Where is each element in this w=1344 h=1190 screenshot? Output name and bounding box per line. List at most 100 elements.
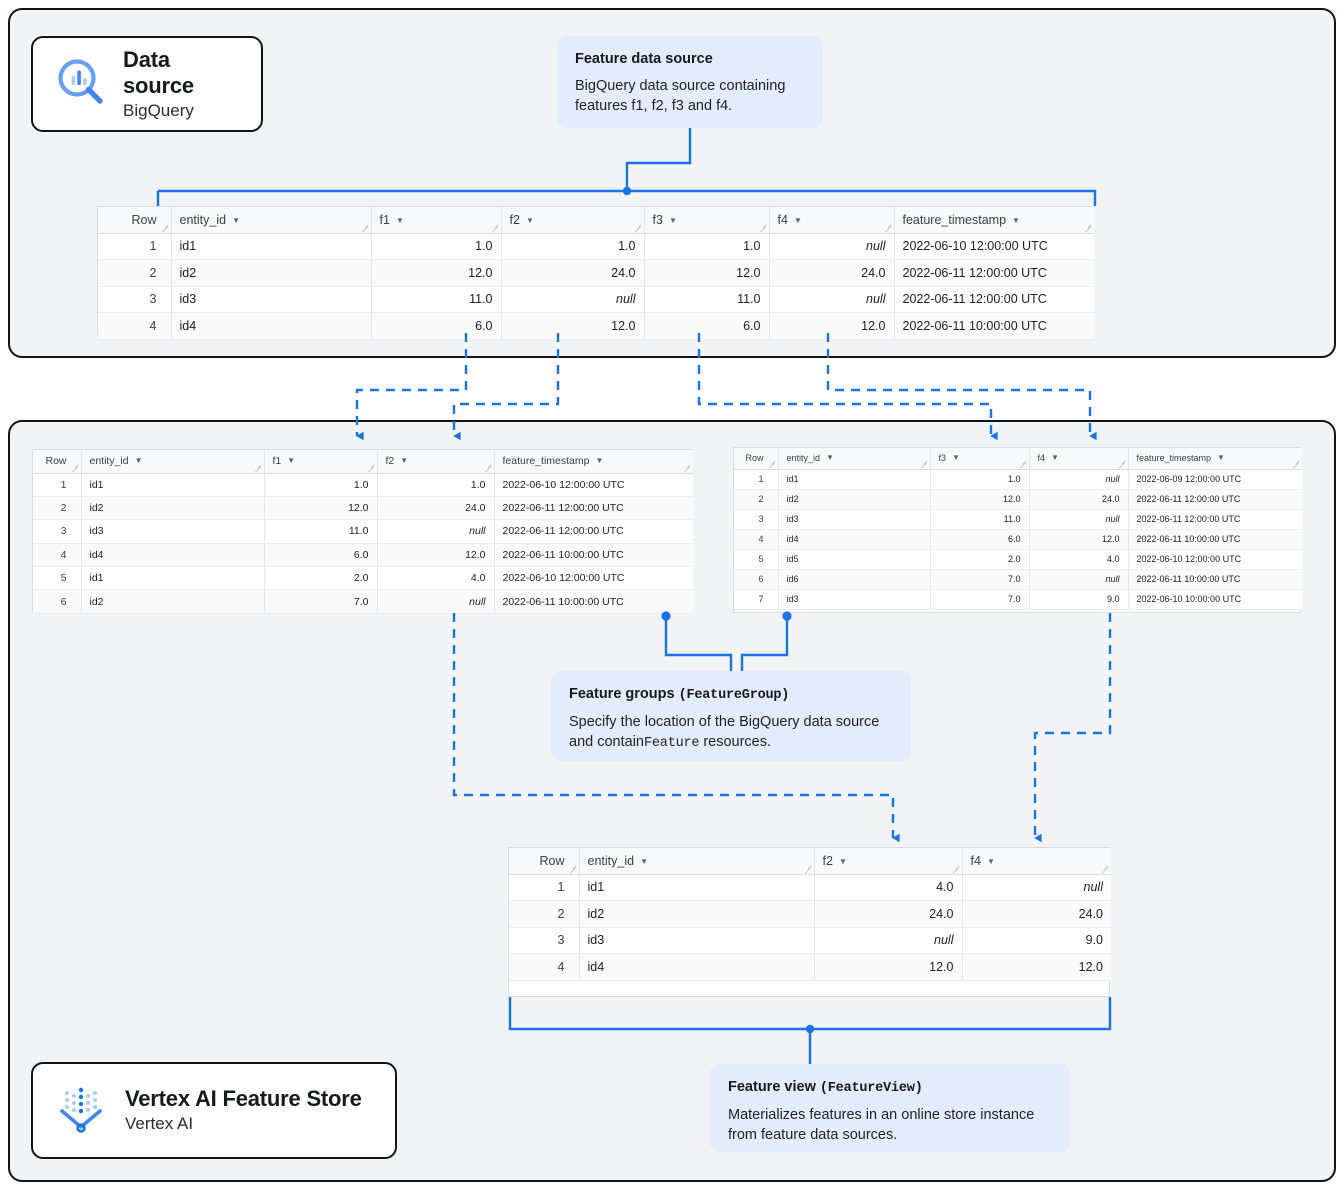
column-header-entity_id[interactable]: entity_id ▼ xyxy=(778,448,931,470)
column-header-f1[interactable]: f1▼ xyxy=(371,207,502,234)
column-resize-handle[interactable] xyxy=(568,864,577,873)
column-header-f2[interactable]: f2▼ xyxy=(501,207,645,234)
chevron-down-icon[interactable]: ▼ xyxy=(838,856,847,866)
column-header-f1[interactable]: f1▼ xyxy=(264,450,378,474)
column-header-Row[interactable]: Row xyxy=(509,848,580,875)
column-resize-handle[interactable] xyxy=(758,223,767,232)
column-resize-handle[interactable] xyxy=(1291,459,1300,468)
column-header-f4[interactable]: f4▼ xyxy=(962,848,1111,875)
column-header-f4[interactable]: f4▼ xyxy=(769,207,895,234)
column-label: f3 xyxy=(938,453,947,464)
chevron-down-icon[interactable]: ▼ xyxy=(1051,453,1059,463)
column-resize-handle[interactable] xyxy=(803,864,812,873)
column-header-feature_timestamp[interactable]: feature_timestamp▼ xyxy=(1128,448,1302,470)
column-resize-handle[interactable] xyxy=(919,459,928,468)
chevron-down-icon[interactable]: ▼ xyxy=(525,215,534,225)
chevron-down-icon[interactable]: ▼ xyxy=(640,856,648,866)
column-header-f2[interactable]: f2▼ xyxy=(814,848,963,875)
column-resize-handle[interactable] xyxy=(160,223,169,232)
chevron-down-icon[interactable]: ▼ xyxy=(1217,453,1225,463)
column-header-feature_timestamp[interactable]: feature_timestamp▼ xyxy=(894,207,1094,234)
cell-f4: null xyxy=(962,874,1111,901)
cell-f4: 12.0 xyxy=(962,953,1111,981)
chevron-down-icon[interactable]: ▼ xyxy=(400,456,409,466)
column-resize-handle[interactable] xyxy=(366,463,375,472)
chevron-down-icon[interactable]: ▼ xyxy=(952,453,960,463)
chevron-down-icon[interactable]: ▼ xyxy=(595,456,604,466)
cell-entity_id: id4 xyxy=(778,529,931,550)
column-resize-handle[interactable] xyxy=(1117,459,1126,468)
cell-f2: 1.0 xyxy=(377,473,495,497)
chevron-down-icon[interactable]: ▼ xyxy=(793,215,802,225)
column-resize-handle[interactable] xyxy=(1018,459,1027,468)
column-resize-handle[interactable] xyxy=(483,463,492,472)
callout-title-text: Feature groups xyxy=(569,686,679,702)
chevron-down-icon[interactable]: ▼ xyxy=(668,215,677,225)
column-header-feature_timestamp[interactable]: feature_timestamp▼ xyxy=(494,450,693,474)
column-resize-handle[interactable] xyxy=(1083,223,1092,232)
column-header-Row[interactable]: Row xyxy=(734,448,779,470)
column-header-f2[interactable]: f2▼ xyxy=(377,450,495,474)
chevron-down-icon[interactable]: ▼ xyxy=(134,456,143,466)
column-header-f3[interactable]: f3▼ xyxy=(644,207,770,234)
column-resize-handle[interactable] xyxy=(253,463,262,472)
cell-f2: 24.0 xyxy=(377,496,495,521)
column-header-Row[interactable]: Row xyxy=(98,207,172,234)
cell-f2: 4.0 xyxy=(814,874,963,901)
column-label: Row xyxy=(745,453,764,464)
column-resize-handle[interactable] xyxy=(70,463,79,472)
column-header-entity_id[interactable]: entity_id▼ xyxy=(579,848,815,875)
column-resize-handle[interactable] xyxy=(767,459,776,468)
column-resize-handle[interactable] xyxy=(951,864,960,873)
column-resize-handle[interactable] xyxy=(883,223,892,232)
column-label: entity_id xyxy=(786,453,821,464)
chevron-down-icon[interactable]: ▼ xyxy=(1012,215,1020,225)
column-resize-handle[interactable] xyxy=(682,463,691,472)
column-resize-handle[interactable] xyxy=(490,223,499,232)
column-resize-handle[interactable] xyxy=(1100,864,1109,873)
cell-f3: 12.0 xyxy=(644,259,770,287)
chevron-down-icon[interactable]: ▼ xyxy=(232,215,240,225)
column-header-entity_id[interactable]: entity_id▼ xyxy=(171,207,372,234)
chevron-down-icon[interactable]: ▼ xyxy=(826,453,834,463)
cell-entity_id: id2 xyxy=(579,900,815,928)
chevron-down-icon[interactable]: ▼ xyxy=(986,856,995,866)
column-header-f4[interactable]: f4▼ xyxy=(1029,448,1129,470)
column-header-f3[interactable]: f3 ▼ xyxy=(930,448,1030,470)
column-resize-handle[interactable] xyxy=(360,223,369,232)
chevron-down-icon[interactable]: ▼ xyxy=(395,215,404,225)
chevron-down-icon[interactable]: ▼ xyxy=(287,456,296,466)
column-header-Row[interactable]: Row xyxy=(33,450,82,474)
column-header-entity_id[interactable]: entity_id▼ xyxy=(81,450,265,474)
cell-f2: null xyxy=(814,927,963,954)
column-resize-handle[interactable] xyxy=(633,223,642,232)
cell-f4: 24.0 xyxy=(962,900,1111,928)
